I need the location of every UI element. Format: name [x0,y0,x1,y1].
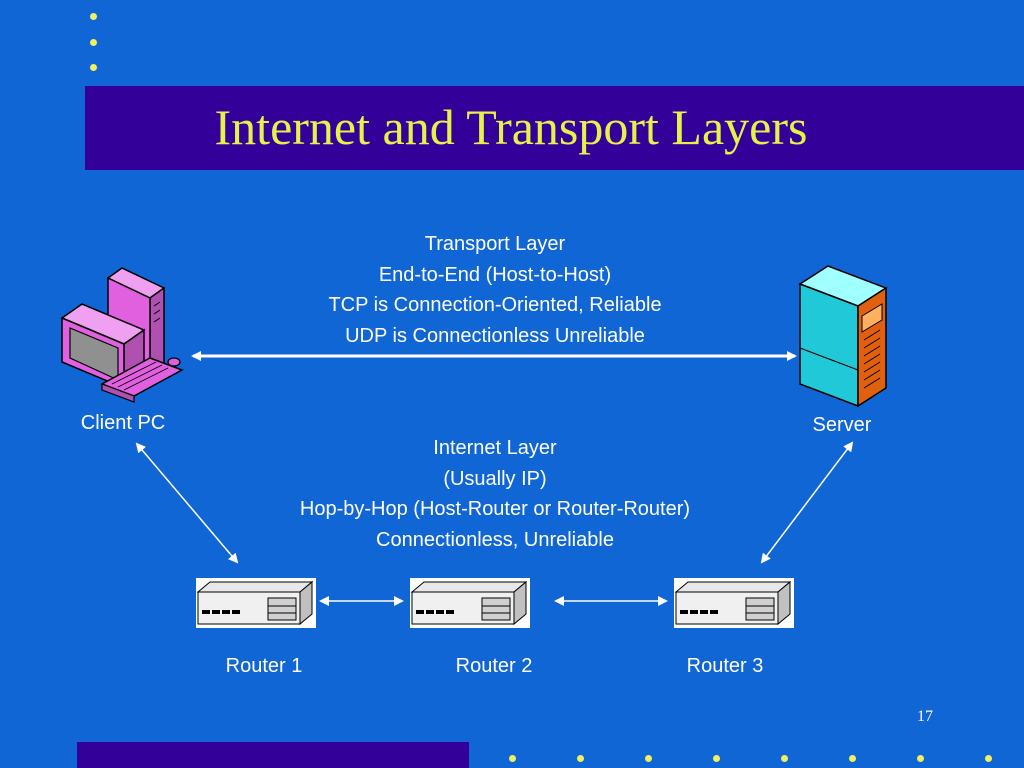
internet-layer-text: Internet Layer (Usually IP) Hop-by-Hop (… [235,433,755,555]
decor-dot [90,64,97,71]
router-2-label: Router 2 [455,655,533,677]
transport-line: UDP is Connectionless Unreliable [345,324,645,347]
bottom-bar [77,742,469,768]
decor-dot [917,755,924,762]
client-pc-icon [60,267,184,403]
decor-dot [577,755,584,762]
server-icon [798,265,888,408]
transport-line: End-to-End (Host-to-Host) [378,263,612,286]
router-3-icon [674,578,794,628]
transport-line: Transport Layer [424,233,566,255]
internet-line: Hop-by-Hop (Host-Router or Router-Router… [299,498,691,520]
decor-dot [90,13,97,20]
router-1-icon [196,578,316,628]
page-number: 17 [917,708,933,725]
router-3-label: Router 3 [686,655,764,677]
slide-title: Internet and Transport Layers [214,99,808,155]
router-1-label: Router 1 [225,655,303,677]
internet-line: Connectionless, Unreliable [376,528,614,551]
decor-dot [645,755,652,762]
title-bar [85,86,1024,170]
decor-dot [781,755,788,762]
internet-line: (Usually IP) [443,467,547,490]
decor-dot [509,755,516,762]
decor-dot [985,755,992,762]
transport-layer-text: Transport Layer End-to-End (Host-to-Host… [255,229,735,351]
router-2-icon [410,578,530,628]
transport-line: TCP is Connection-Oriented, Reliable [328,294,662,316]
server-label: Server [812,414,872,436]
decor-dot [90,39,97,46]
internet-line: Internet Layer [433,437,557,459]
client-pc-label: Client PC [80,412,166,434]
client-router1-arrow [135,442,239,564]
server-router3-arrow [760,441,854,564]
decor-dot [713,755,720,762]
decor-dot [849,755,856,762]
